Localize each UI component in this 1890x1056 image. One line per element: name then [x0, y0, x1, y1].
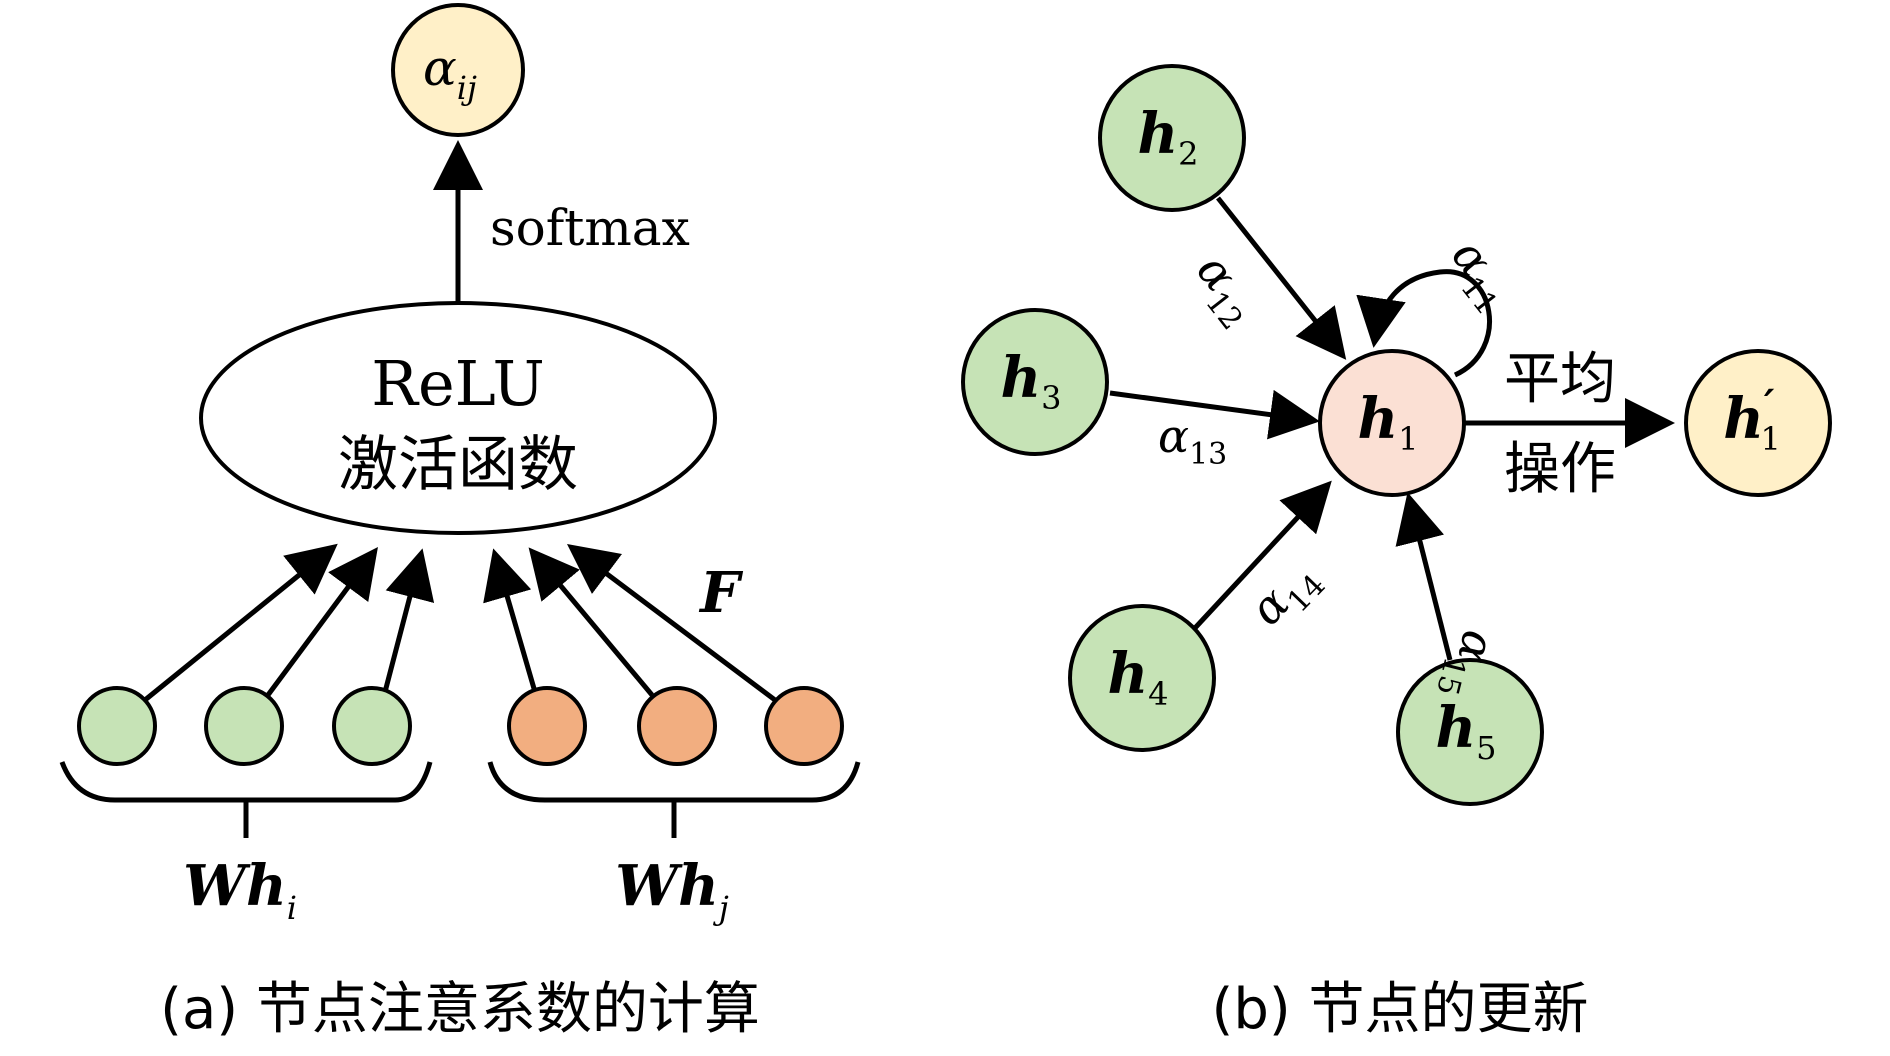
softmax-label: softmax: [490, 199, 690, 257]
node-h1-prime: [1684, 349, 1832, 497]
alpha-ij-node: [391, 3, 525, 137]
edge-h2-h1: [1216, 196, 1347, 360]
input-arrow-1: [143, 543, 338, 702]
wh-i-label: Whi: [183, 853, 297, 927]
input-arrow-5: [528, 547, 654, 697]
self-loop-h1: [1356, 269, 1492, 378]
relu-label: ReLU: [371, 347, 544, 420]
node-h1: [1318, 349, 1466, 497]
edge-h3-h1: [1109, 389, 1320, 440]
feature-label: F: [698, 560, 744, 626]
input-arrow-4: [483, 548, 538, 693]
operation-label-line1: 平均: [1504, 347, 1616, 412]
input-arrow-3: [382, 548, 435, 693]
node-h2: [1098, 64, 1246, 212]
node-h1-label: h1: [1357, 386, 1418, 458]
wh-j-label: Whj: [615, 853, 729, 927]
input-node-green-1: [77, 686, 157, 766]
input-node-green-2: [204, 686, 284, 766]
operation-label-line2: 操作: [1504, 437, 1616, 502]
node-h3-label: h3: [1000, 345, 1061, 417]
caption-b: (b) 节点的更新: [1211, 977, 1588, 1042]
node-h1-prime-label: h′1: [1723, 381, 1781, 458]
edge-label-a13: α13: [1158, 409, 1227, 472]
node-h3: [961, 308, 1109, 456]
panel-a: αij softmax ReLU 激活函数 F Whi: [59, 3, 861, 1042]
input-node-green-3: [332, 686, 412, 766]
activation-function-label: 激活函数: [338, 430, 578, 500]
edge-h4-h1: [1193, 480, 1332, 630]
brace-right: [487, 761, 861, 803]
node-h4-label: h4: [1107, 641, 1168, 713]
input-node-orange-3: [764, 686, 844, 766]
input-arrow-2: [265, 546, 378, 697]
edge-h5-h1: [1395, 492, 1453, 661]
brace-left: [59, 761, 433, 803]
edge-label-a11: α11: [1434, 229, 1526, 322]
caption-a: (a) 节点注意系数的计算: [160, 977, 760, 1042]
node-h4: [1068, 604, 1216, 752]
node-h5: [1396, 658, 1544, 806]
input-node-orange-1: [507, 686, 587, 766]
alpha-ij-label: αij: [423, 39, 477, 107]
panel-b: h1 h2 h3 h4 h5 h′1 α11 α12 α13: [961, 64, 1832, 1042]
input-node-orange-2: [637, 686, 717, 766]
node-h2-label: h2: [1137, 101, 1198, 173]
input-arrow-6: [567, 544, 777, 702]
node-h5-label: h5: [1435, 695, 1496, 767]
relu-ellipse: [199, 301, 717, 535]
edge-label-a12: α12: [1179, 244, 1271, 337]
